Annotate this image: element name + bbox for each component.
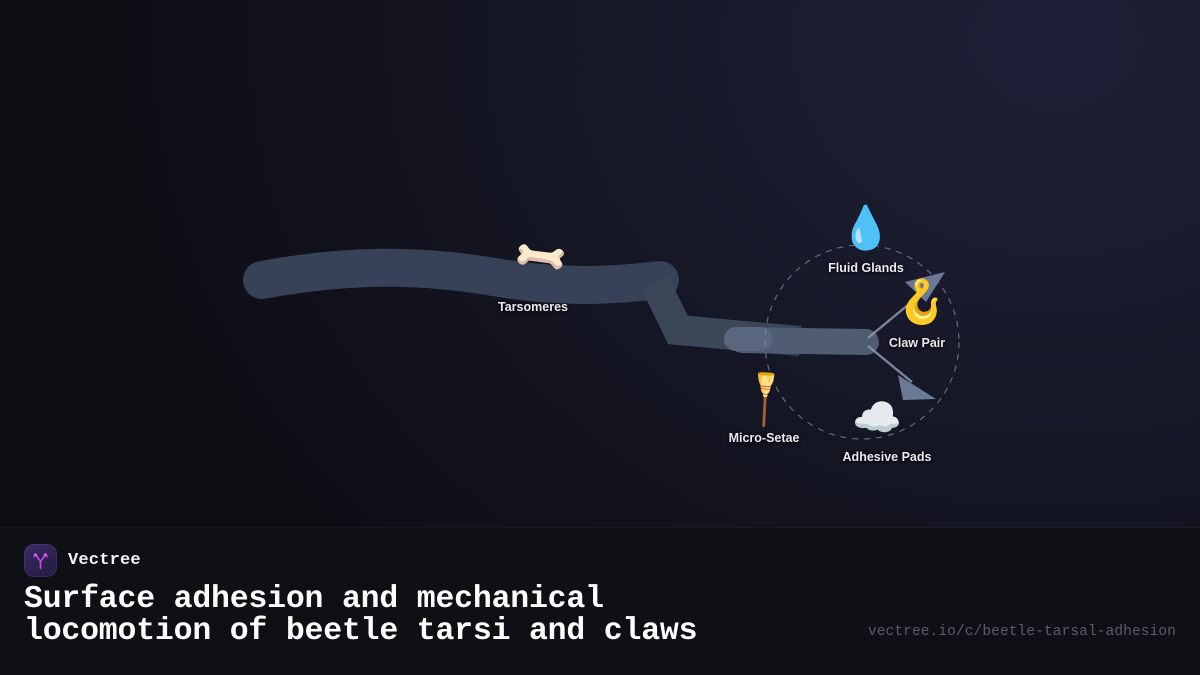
arrow-to-adhesive-pads bbox=[867, 345, 936, 400]
cloud-emoji: ☁️ bbox=[852, 395, 902, 441]
node-label-micro-setae: Micro-Setae bbox=[728, 431, 800, 445]
node-label-tarsomeres: Tarsomeres bbox=[498, 300, 568, 314]
page-title: Surface adhesion and mechanical locomoti… bbox=[24, 582, 698, 649]
tarsus-diagram bbox=[243, 244, 960, 440]
node-label-claw-pair: Claw Pair bbox=[888, 336, 946, 350]
water-droplet-emoji: 💧 bbox=[839, 203, 893, 252]
node-label-adhesive-pads: Adhesive Pads bbox=[842, 450, 932, 464]
brand-name: Vectree bbox=[68, 551, 141, 570]
branch-segment-main bbox=[243, 248, 679, 304]
arrow-to-claw-pair bbox=[867, 272, 945, 339]
vectree-tree-logo-icon bbox=[24, 544, 57, 577]
footer-url: vectree.io/c/beetle-tarsal-adhesion bbox=[867, 624, 1176, 640]
node-label-fluid-glands: Fluid Glands bbox=[828, 261, 904, 275]
footer-bar: Vectree Surface adhesion and mechanical … bbox=[0, 528, 1200, 675]
brand-row[interactable]: Vectree bbox=[24, 544, 141, 577]
focus-circle bbox=[764, 244, 960, 440]
hook-emoji: 🪝 bbox=[895, 277, 949, 326]
